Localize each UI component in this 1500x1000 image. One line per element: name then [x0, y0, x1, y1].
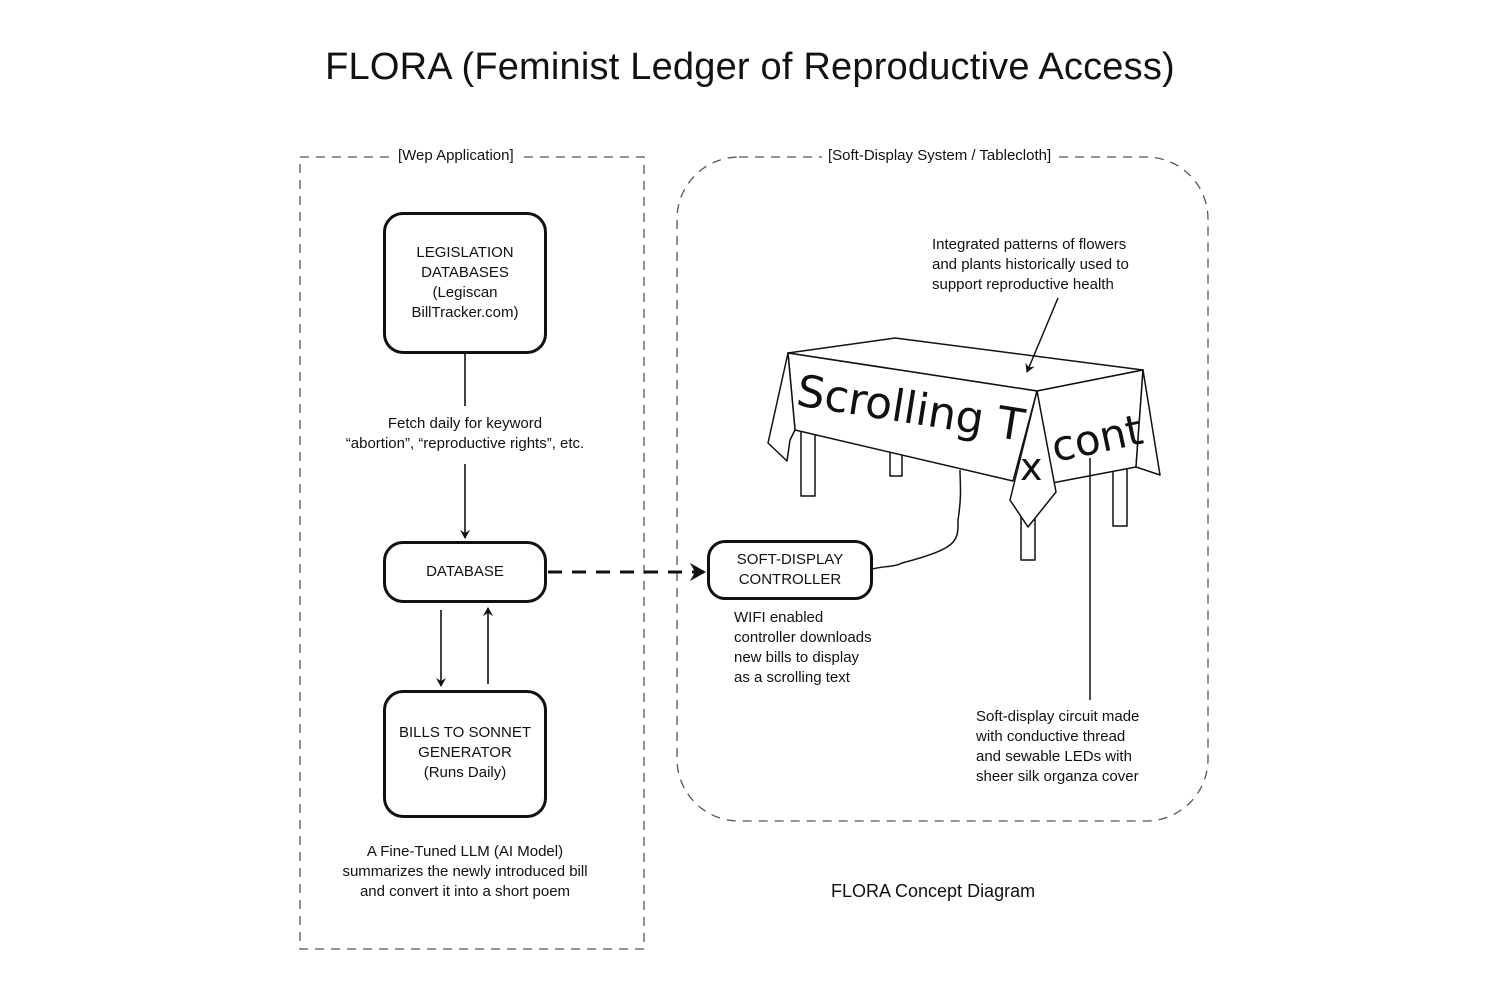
- note-llm-line-2: summarizes the newly introduced bill: [342, 863, 588, 880]
- node-legislation-databases[interactable]: LEGISLATION DATABASES (Legiscan BillTrac…: [383, 212, 547, 354]
- note-circuit-line-1: Soft-display circuit made: [976, 708, 1140, 725]
- table-leg-front-left: [800, 429, 816, 497]
- node-controller-line-2: CONTROLLER: [738, 571, 842, 588]
- note-fetch-line-1: Fetch daily for keyword: [387, 415, 543, 432]
- node-soft-display-controller[interactable]: SOFT-DISPLAY CONTROLLER: [707, 540, 873, 600]
- note-circuit-line-2: with conductive thread: [976, 728, 1126, 745]
- note-controller-line-3: new bills to display: [734, 649, 860, 666]
- diagram-caption: FLORA Concept Diagram: [831, 881, 1036, 901]
- node-legislation-line-2: DATABASES: [421, 264, 509, 281]
- tablecloth-left-drape: [767, 352, 796, 462]
- controller-wire: [871, 469, 962, 570]
- note-controller-line-1: WIFI enabled: [734, 609, 824, 626]
- soft-display-group-boundary: [676, 156, 1209, 822]
- tablecloth-illustration: [767, 337, 1161, 561]
- note-controller-line-4: as a scrolling text: [734, 669, 850, 686]
- node-generator-line-3: (Runs Daily): [423, 764, 507, 781]
- node-generator-line-1: BILLS TO SONNET: [399, 724, 531, 741]
- node-legislation-line-3: (Legiscan: [432, 284, 498, 301]
- scroll-text-flap: x: [1020, 445, 1043, 489]
- note-circuit-line-3: and sewable LEDs with: [976, 748, 1132, 765]
- patterns-pointer-arrow: [1025, 297, 1059, 373]
- tablecloth-corner-flap: [1009, 390, 1057, 528]
- node-database-label: DATABASE: [426, 563, 504, 580]
- web-app-group-boundary: [299, 156, 645, 950]
- node-sonnet-generator[interactable]: BILLS TO SONNET GENERATOR (Runs Daily): [383, 690, 547, 818]
- note-circuit-line-4: sheer silk organza cover: [976, 768, 1139, 785]
- note-fetch-keywords: Fetch daily for keyword “abortion”, “rep…: [300, 414, 630, 454]
- node-generator-line-2: GENERATOR: [418, 744, 512, 761]
- note-llm-line-3: and convert it into a short poem: [359, 883, 571, 900]
- node-controller-line-1: SOFT-DISPLAY: [736, 551, 844, 568]
- node-database[interactable]: DATABASE: [383, 541, 547, 603]
- note-controller-line-2: controller downloads: [734, 629, 872, 646]
- note-controller-description: WIFI enabled controller downloads new bi…: [734, 608, 872, 688]
- note-patterns-line-2: and plants historically used to: [932, 256, 1129, 273]
- note-flower-patterns: Integrated patterns of flowers and plant…: [932, 235, 1129, 295]
- note-llm-description: A Fine-Tuned LLM (AI Model) summarizes t…: [300, 842, 630, 902]
- note-llm-line-1: A Fine-Tuned LLM (AI Model): [366, 843, 564, 860]
- diagram-title: FLORA (Feminist Ledger of Reproductive A…: [325, 46, 1175, 88]
- web-app-group-label: [Wep Application]: [392, 147, 520, 164]
- node-legislation-line-1: LEGISLATION: [416, 244, 514, 261]
- soft-display-group-label: [Soft-Display System / Tablecloth]: [822, 147, 1058, 164]
- table-leg-back-right: [1112, 463, 1128, 527]
- note-patterns-line-3: support reproductive health: [932, 276, 1114, 293]
- tablecloth-right-drape: [1135, 369, 1161, 476]
- note-fetch-line-2: “abortion”, “reproductive rights”, etc.: [345, 435, 585, 452]
- note-circuit-description: Soft-display circuit made with conductiv…: [976, 707, 1139, 787]
- node-legislation-line-4: BillTracker.com): [411, 304, 519, 321]
- note-patterns-line-1: Integrated patterns of flowers: [932, 236, 1127, 253]
